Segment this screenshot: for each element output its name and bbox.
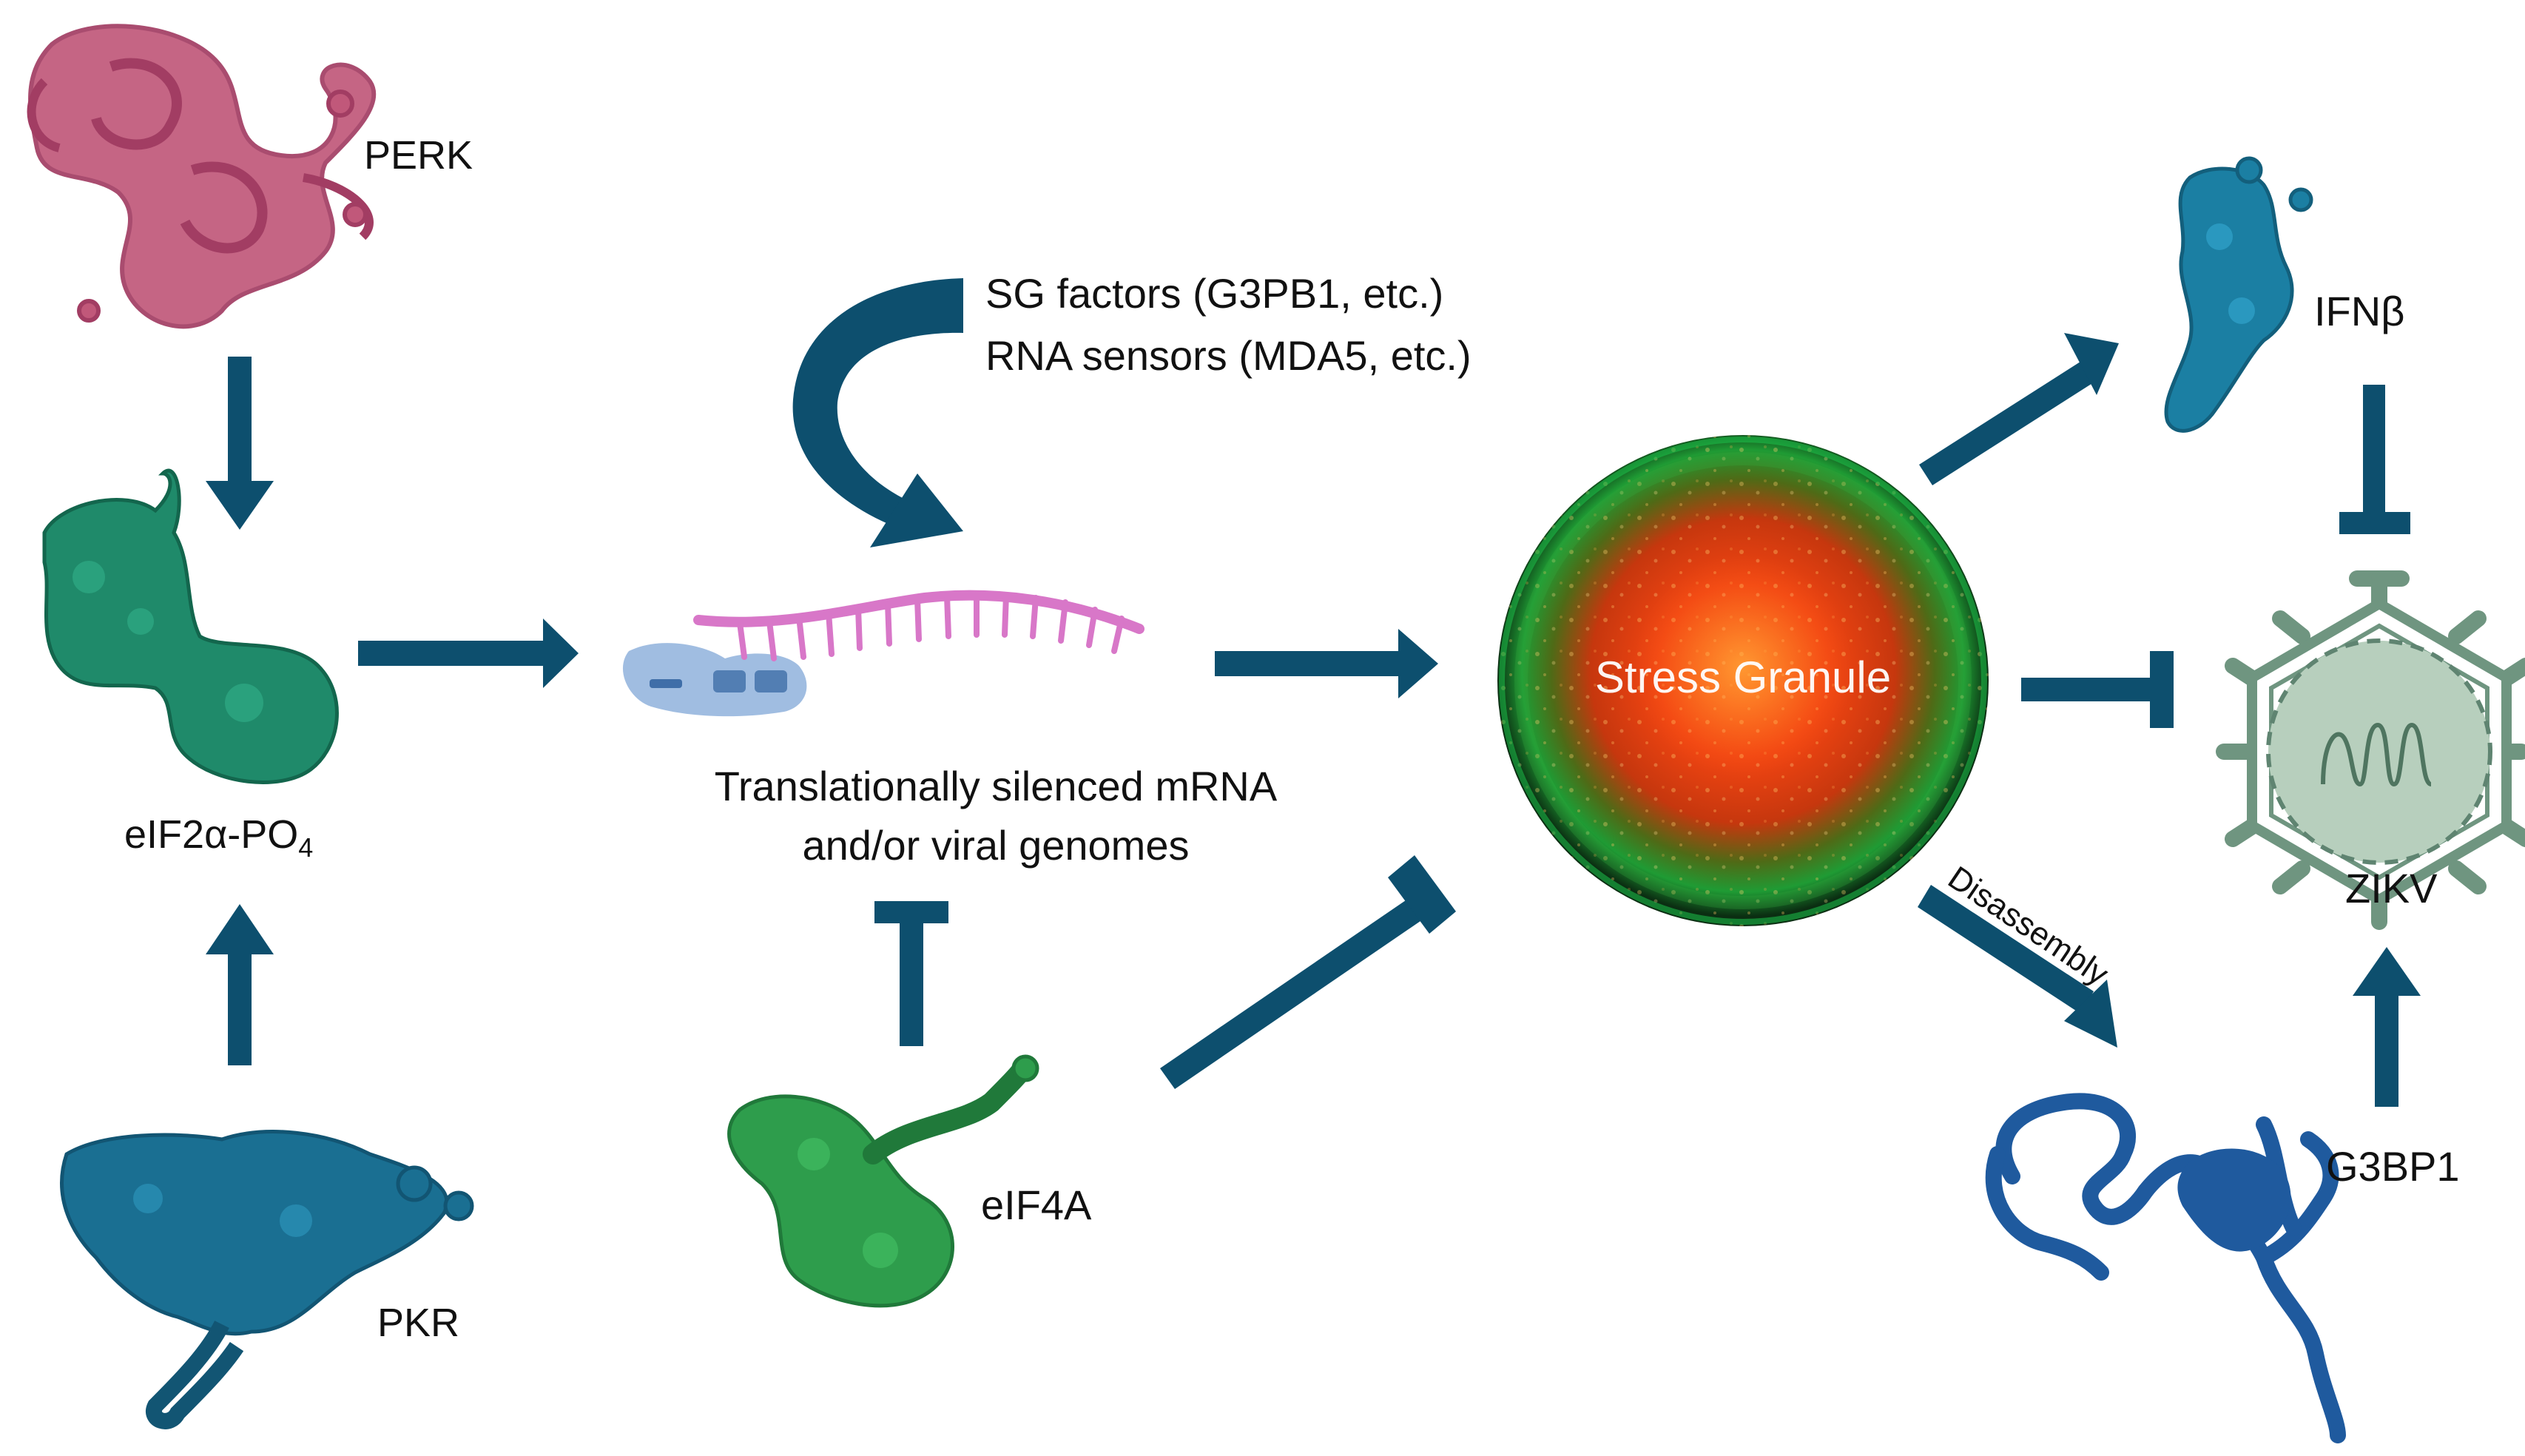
eif2a-po4-label: eIF2α-PO4 (124, 812, 313, 863)
stress-granule-sphere (1497, 435, 1989, 926)
arrow-perk-to-eif2a (206, 357, 274, 530)
arrow-g3bp1-to-zikv (2353, 947, 2421, 1107)
inhibitor-eif4a-to-mrna (874, 901, 948, 1046)
sg-factors-label: SG factors (G3PB1, etc.) (985, 270, 1443, 317)
arrow-stress-granule-to-ifnb (1919, 333, 2119, 485)
ifnb-label: IFNβ (2314, 288, 2404, 334)
arrow-eif2a-to-mrna (358, 619, 579, 688)
inhibitor-stress-granule-to-zikv (2021, 651, 2174, 728)
perk-label: PERK (364, 133, 473, 178)
eif2a-protein-structure (42, 468, 339, 784)
pkr-protein-structure (60, 1130, 474, 1429)
zikv-virion-icon (2216, 570, 2525, 930)
mrna-label-line1: Translationally silenced mRNA (715, 763, 1278, 809)
g3bp1-core-domain (2177, 1148, 2291, 1252)
inhibitor-eif4a-to-stress-granule (1160, 855, 1456, 1089)
inhibitor-ifnb-to-zikv (2339, 385, 2410, 534)
g3bp1-label: G3BP1 (2326, 1143, 2460, 1190)
arrow-mrna-to-stress-granule (1215, 629, 1438, 698)
pkr-label: PKR (377, 1301, 459, 1345)
eif4a-protein-structure (727, 1054, 1039, 1308)
mrna-strand-icon (693, 590, 1144, 661)
arrow-pkr-to-eif2a (206, 904, 274, 1065)
zikv-label: ZIKV (2345, 865, 2438, 911)
eif4a-label: eIF4A (981, 1182, 1092, 1228)
stress-granule-label: Stress Granule (1595, 653, 1891, 702)
g3bp1-protein-structure (1985, 1093, 2346, 1443)
mrna-label-line2: and/or viral genomes (803, 822, 1190, 869)
ifnb-protein-structure (2164, 156, 2313, 433)
arrow-disassembly-to-g3bp1 (1918, 885, 2117, 1048)
perk-protein-structure (27, 24, 377, 329)
curved-arrow-sg-factors (792, 278, 963, 547)
ribosome-icon (622, 643, 807, 717)
rna-sensors-label: RNA sensors (MDA5, etc.) (985, 332, 1471, 379)
